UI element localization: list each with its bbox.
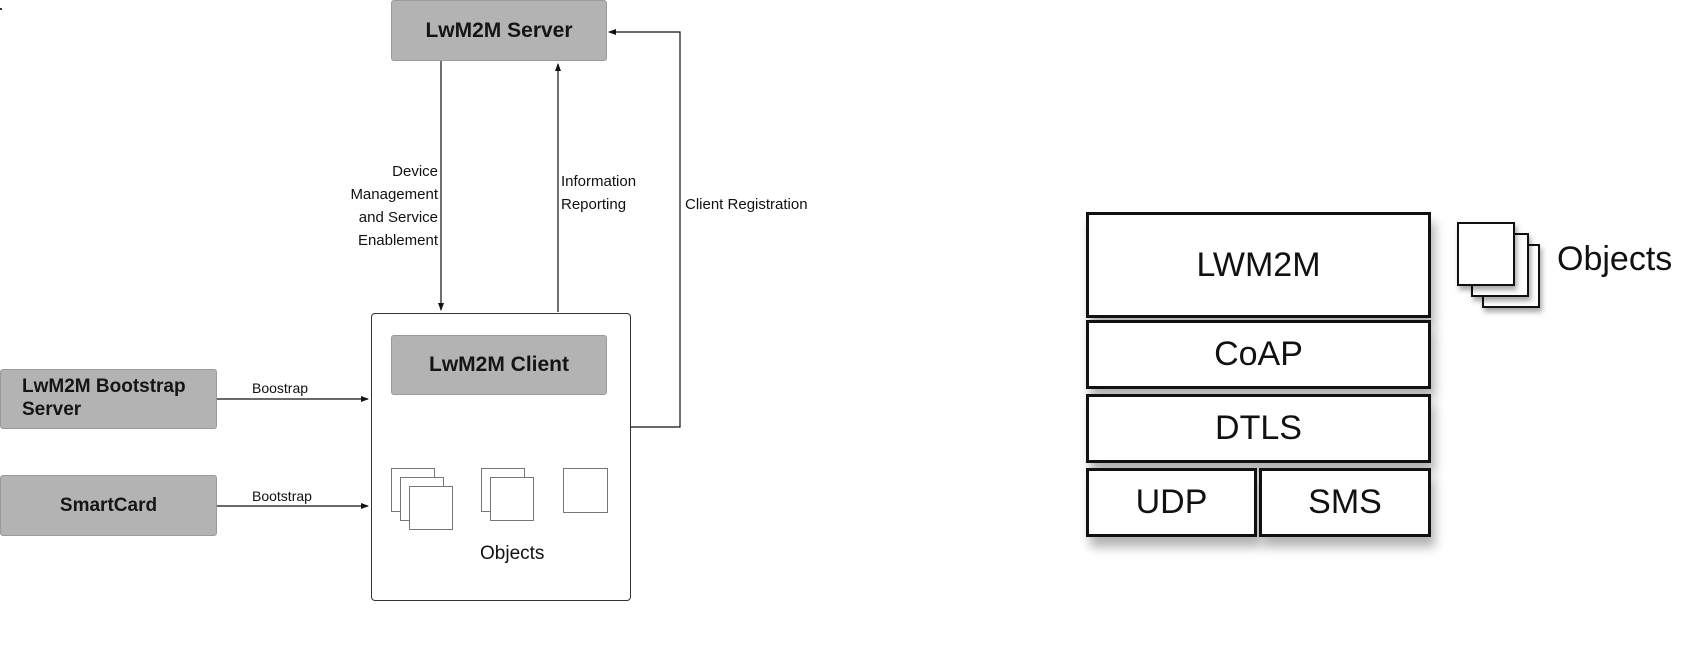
boostrap-arrow-label: Boostrap xyxy=(252,380,309,396)
lwm2m-server-box: LwM2M Server xyxy=(391,0,607,61)
lwm2m-client-box: LwM2M Client xyxy=(391,335,607,395)
bootstrap-server-label: LwM2M Bootstrap Server xyxy=(22,376,186,420)
smartcard-label: SmartCard xyxy=(59,494,158,516)
layer-lwm2m: LWM2M xyxy=(1086,212,1431,318)
layer-sms: SMS xyxy=(1259,468,1431,537)
client-registration-arrow xyxy=(608,29,681,428)
layer-coap: CoAP xyxy=(1086,320,1431,389)
layer-dtls: DTLS xyxy=(1086,394,1431,463)
stack-objects-label: Objects xyxy=(1557,240,1673,278)
smartcard-box: SmartCard xyxy=(0,475,217,536)
object-icon-single xyxy=(563,468,608,513)
bootstrap-arrow-label: Bootstrap xyxy=(252,488,312,504)
information-reporting-label: Information Reporting xyxy=(561,173,637,213)
lwm2m-client-label: LwM2M Client xyxy=(429,353,569,376)
corner-mark xyxy=(0,8,2,10)
lwm2m-server-label: LwM2M Server xyxy=(425,18,573,42)
device-management-label: Device Management and Service Enablement xyxy=(350,163,438,249)
bootstrap-server-box: LwM2M Bootstrap Server xyxy=(0,369,217,429)
client-registration-label: Client Registration xyxy=(685,196,808,213)
layer-udp: UDP xyxy=(1086,468,1257,537)
client-objects-label: Objects xyxy=(480,543,545,564)
